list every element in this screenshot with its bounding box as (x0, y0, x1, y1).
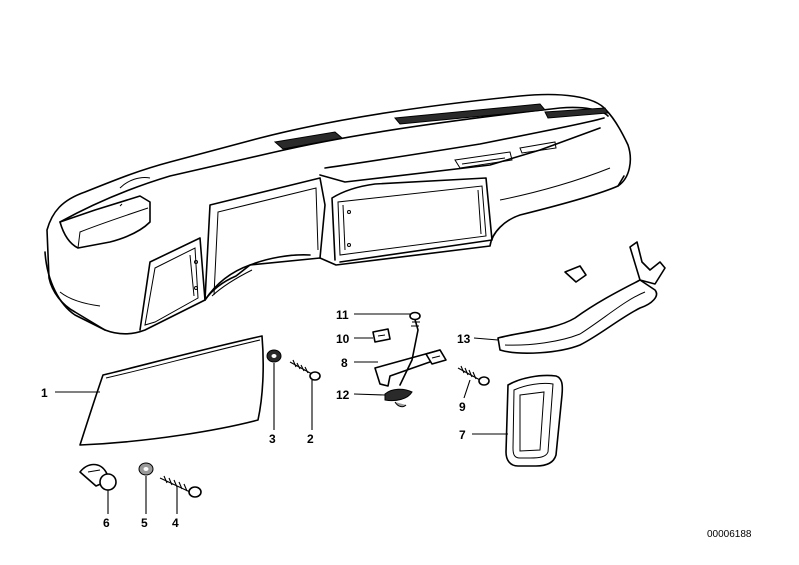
part-11-support-rod (399, 311, 421, 386)
callout-13: 13 (457, 332, 471, 346)
part-10-clip-nut (372, 328, 391, 343)
part-6-push-clip (79, 463, 117, 491)
callout-2: 2 (307, 432, 314, 446)
callout-12: 12 (336, 388, 350, 402)
leader-9 (463, 379, 471, 399)
callout-8: 8 (341, 356, 348, 370)
callout-4: 4 (172, 516, 179, 530)
part-13-support-bracket (497, 241, 666, 354)
callout-5: 5 (141, 516, 148, 530)
callout-3: 3 (269, 432, 276, 446)
part-7-trim-frame (505, 374, 564, 467)
part-8-bracket (374, 349, 447, 387)
callout-7: 7 (459, 428, 466, 442)
part-1-knee-trim-panel (79, 335, 264, 446)
callout-10: 10 (336, 332, 350, 346)
callout-labels: 1 2 3 4 5 6 7 8 9 10 11 12 13 (41, 308, 471, 530)
callout-6: 6 (103, 516, 110, 530)
leader-13 (473, 337, 499, 341)
part-4-screw (159, 475, 202, 498)
leader-lines (55, 313, 508, 514)
callout-9: 9 (459, 400, 466, 414)
diagram-code: 00006188 (707, 529, 752, 540)
part-9-screw (457, 365, 490, 386)
part-12-cap (384, 388, 413, 408)
leader-12 (353, 393, 386, 396)
dashboard-panel (44, 93, 632, 335)
callout-11: 11 (336, 308, 349, 322)
part-2-screw (289, 359, 321, 381)
part-3-clip-nut (266, 349, 282, 363)
callout-1: 1 (41, 386, 48, 400)
part-5-clip-nut (138, 462, 154, 476)
